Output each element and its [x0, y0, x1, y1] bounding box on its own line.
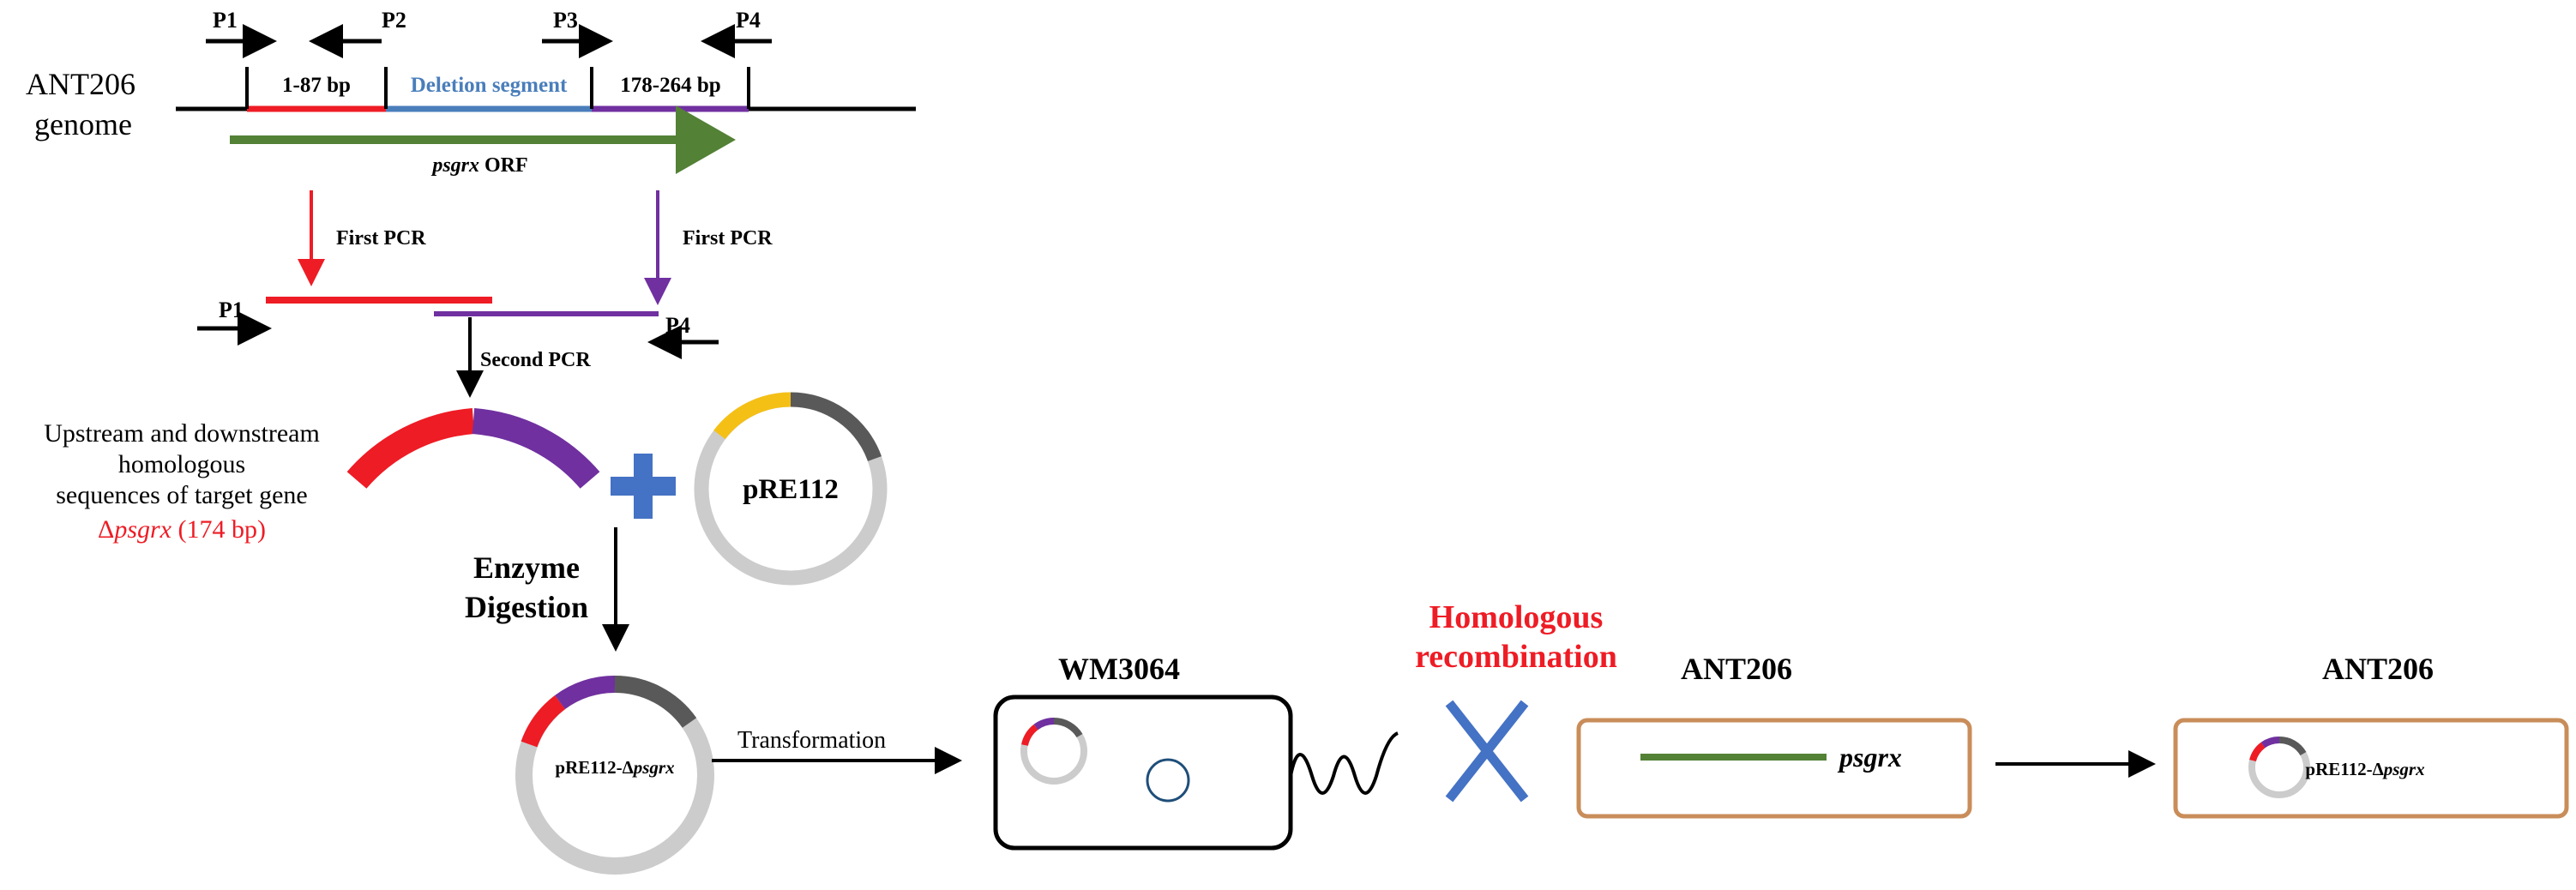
primer-p1-second: P1 — [219, 298, 244, 322]
donor-native-plasmid — [1146, 758, 1190, 803]
final-construct-label: pRE112-Δpsgrx — [2305, 759, 2424, 779]
recombination-line1: Homologous — [1429, 599, 1604, 635]
primer-p4-second: P4 — [665, 313, 690, 338]
enzyme-digestion-line1: Enzyme — [473, 550, 580, 585]
primer-p2: P2 — [309, 8, 406, 58]
crossover-icon — [1445, 700, 1529, 803]
genome-name: ANT206 — [26, 67, 135, 101]
recombination-line2: recombination — [1415, 639, 1617, 675]
donor-strain-label: WM3064 — [1058, 652, 1180, 686]
genome-line — [176, 67, 916, 112]
genome-label: genome — [34, 107, 132, 141]
conjugation-pilus — [1289, 731, 1399, 795]
final-cell — [2173, 718, 2569, 819]
segment-downstream-label: 178-264 bp — [620, 74, 720, 97]
final-construct-plasmid — [2248, 736, 2310, 798]
primer-p3: P3 — [542, 8, 613, 58]
donor-cell — [993, 695, 1293, 851]
homologous-fragment-arc — [346, 408, 600, 489]
recipient-cell — [1576, 718, 1972, 819]
donor-construct-plasmid — [1020, 718, 1087, 785]
first-pcr-right-label: First PCR — [683, 227, 773, 250]
homologous-text-line1: Upstream and downstream — [44, 419, 320, 448]
construct-plasmid — [515, 675, 714, 875]
recipient-psgrx-label: psgrx — [1837, 742, 1902, 773]
segment-deletion-label: Deletion segment — [411, 74, 568, 97]
construct-label: pRE112-Δpsgrx — [555, 757, 674, 778]
first-pcr-left-label: First PCR — [336, 227, 426, 250]
enzyme-digestion-line2: Digestion — [465, 590, 588, 624]
homologous-text-line3: sequences of target gene — [56, 481, 307, 509]
svg-text:P2: P2 — [382, 8, 406, 33]
second-pcr-label: Second PCR — [480, 349, 591, 371]
final-strain-label: ANT206 — [2322, 652, 2434, 686]
primer-p4: P4 — [701, 8, 772, 58]
delta-psgrx-label: Δpsgrx (174 bp) — [98, 515, 266, 544]
recipient-strain-label: ANT206 — [1681, 652, 1792, 686]
pre112-label: pRE112 — [743, 474, 839, 505]
homologous-text-line2: homologous — [118, 450, 245, 478]
svg-text:P4: P4 — [736, 8, 761, 33]
plus-icon — [611, 454, 676, 519]
svg-text:P3: P3 — [553, 8, 578, 33]
segment-upstream-label: 1-87 bp — [282, 74, 351, 97]
pre112-plasmid — [694, 392, 888, 586]
svg-text:P1: P1 — [213, 8, 238, 33]
orf-label: psgrx ORF — [430, 154, 527, 177]
transformation-label: Transformation — [737, 727, 886, 754]
primer-p1: P1 — [206, 8, 277, 58]
